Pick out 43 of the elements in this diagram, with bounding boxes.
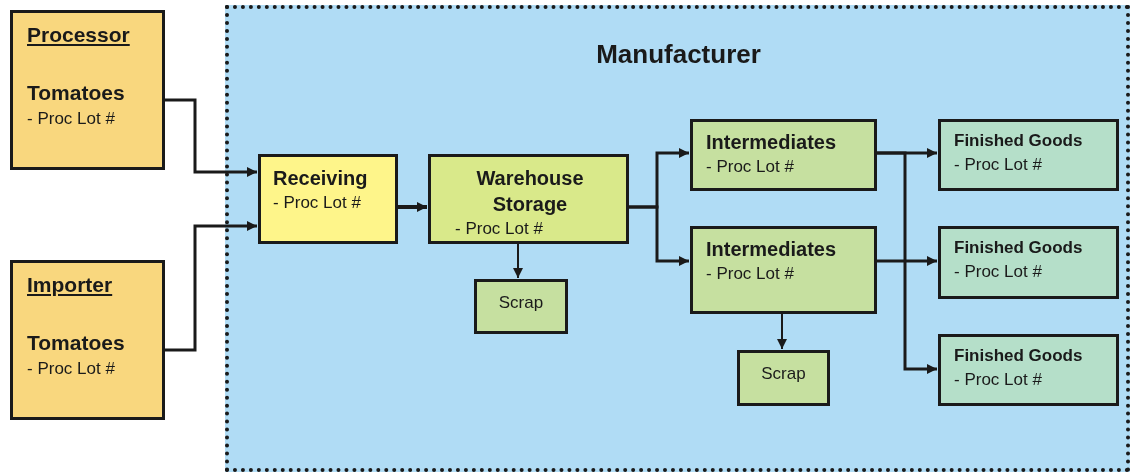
group-container	[225, 5, 1130, 472]
group-title: Manufacturer	[595, 39, 762, 70]
step-title: Receiving	[273, 167, 368, 190]
process-box	[258, 154, 398, 244]
step-title: Scrap	[497, 293, 545, 313]
process-box	[938, 119, 1119, 191]
process-box	[737, 350, 830, 406]
arrow	[628, 205, 689, 266]
step-title: Intermediates	[706, 238, 837, 261]
lot-label: - Proc Lot #	[455, 219, 543, 239]
arrow	[397, 202, 427, 212]
box-heading: Importer	[27, 273, 113, 297]
step-title: Finished Goods	[954, 131, 1083, 151]
arrow	[876, 151, 937, 374]
arrow	[165, 221, 257, 352]
arrow	[165, 98, 257, 177]
item-label: Tomatoes	[27, 81, 125, 105]
lot-label: - Proc Lot #	[27, 109, 115, 129]
process-box	[690, 119, 877, 191]
box-heading: Processor	[27, 23, 130, 47]
supplier-box	[10, 260, 165, 420]
lot-label: - Proc Lot #	[954, 262, 1042, 282]
lot-label: - Proc Lot #	[954, 370, 1042, 390]
process-box	[474, 279, 568, 334]
process-box	[938, 226, 1119, 299]
supplier-box	[10, 10, 165, 170]
lot-label: - Proc Lot #	[706, 157, 794, 177]
process-box	[428, 154, 629, 244]
lot-label: - Proc Lot #	[954, 155, 1042, 175]
arrow	[513, 242, 523, 279]
step-title: Scrap	[760, 364, 807, 384]
item-label: Tomatoes	[27, 331, 125, 355]
step-title: Intermediates	[706, 131, 837, 154]
lot-label: - Proc Lot #	[27, 359, 115, 379]
lot-label: - Proc Lot #	[273, 193, 361, 213]
step-title: Warehouse Storage	[475, 166, 585, 217]
process-box	[938, 334, 1119, 406]
arrow	[876, 256, 937, 266]
arrow	[777, 312, 787, 350]
step-title: Finished Goods	[954, 346, 1083, 366]
process-box	[690, 226, 877, 314]
step-title: Finished Goods	[954, 238, 1083, 258]
lot-label: - Proc Lot #	[706, 264, 794, 284]
